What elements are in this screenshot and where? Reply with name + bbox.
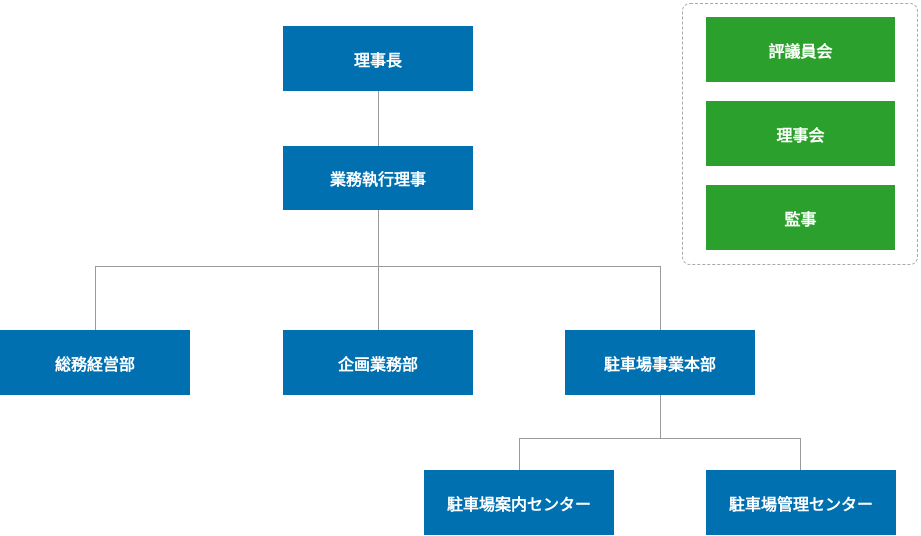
executive-director-box: 業務執行理事 xyxy=(283,146,473,210)
parking-management-center-box: 駐車場管理センター xyxy=(706,470,896,535)
parking-division-box: 駐車場事業本部 xyxy=(565,330,755,395)
connector-center-bus xyxy=(519,438,801,439)
general-affairs-department-box: 総務経営部 xyxy=(0,330,190,395)
connector-department-bus xyxy=(95,266,661,267)
connector-bus-to-parking-division xyxy=(660,266,661,330)
parking-guidance-center-box: 駐車場案内センター xyxy=(424,470,614,535)
planning-department-box: 企画業務部 xyxy=(283,330,473,395)
governance-panel xyxy=(682,3,918,265)
connector-executive-to-bus xyxy=(378,210,379,330)
connector-parking-division-down xyxy=(660,395,661,438)
board-of-directors-box: 理事会 xyxy=(706,101,895,166)
connector-bus-to-management-center xyxy=(800,438,801,470)
connector-bus-to-guidance-center xyxy=(519,438,520,470)
auditor-box: 監事 xyxy=(706,185,895,250)
chairman-box: 理事長 xyxy=(283,26,473,91)
board-of-councillors-box: 評議員会 xyxy=(706,17,895,82)
connector-chairman-to-executive xyxy=(378,91,379,146)
connector-bus-to-general-affairs xyxy=(95,266,96,330)
